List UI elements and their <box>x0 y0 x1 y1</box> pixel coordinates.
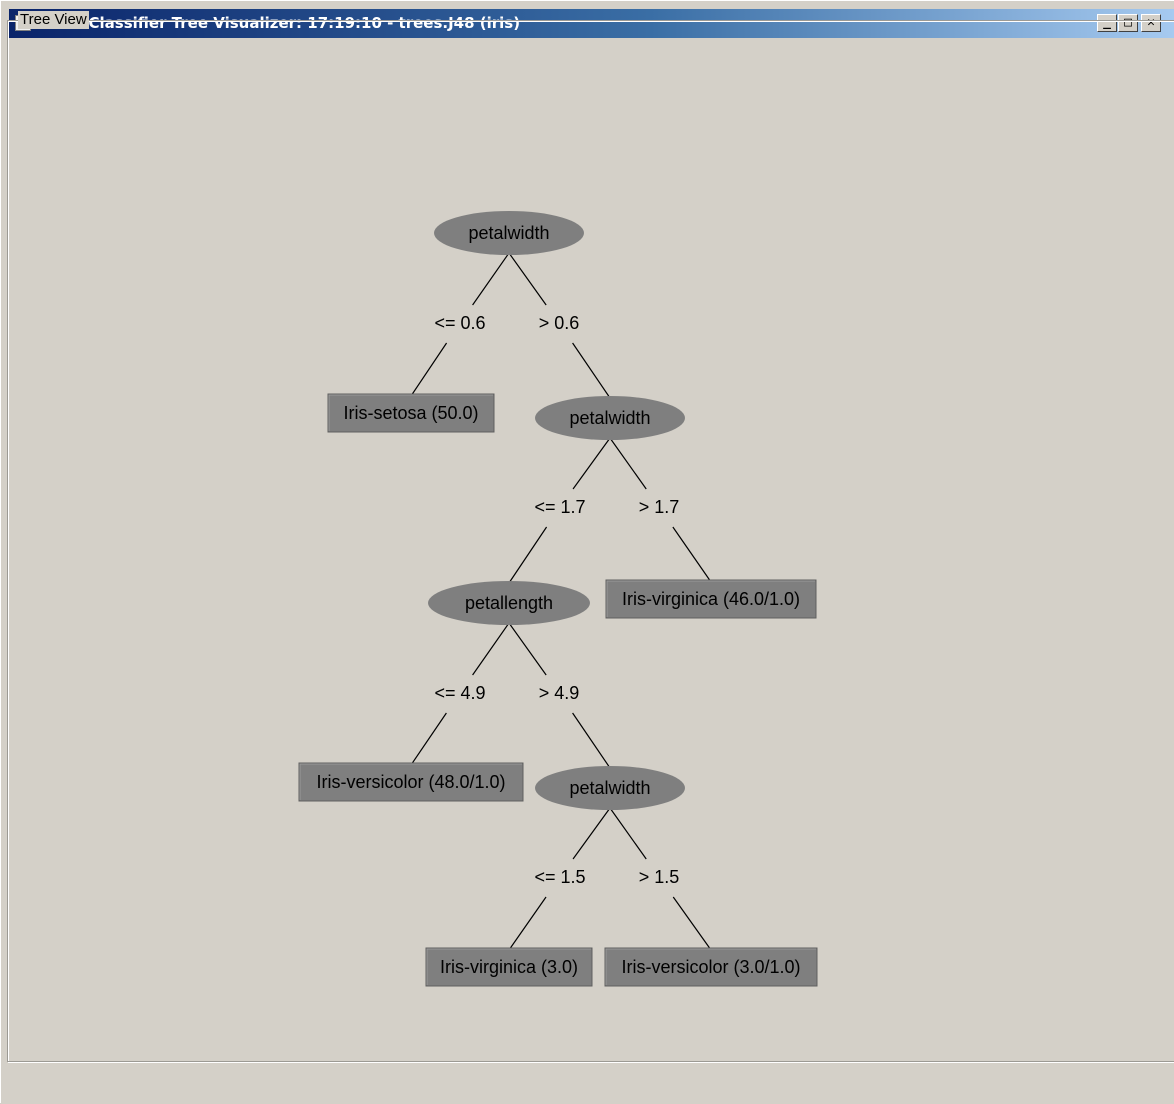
split-node-shape <box>428 581 590 625</box>
split-node[interactable]: petalwidth <box>434 211 584 255</box>
minimize-button[interactable]: _ <box>1097 14 1117 32</box>
tree-edge <box>508 526 548 584</box>
tree-edge <box>508 252 547 306</box>
leaf-node-highlight <box>426 948 591 985</box>
leaf-node[interactable]: Iris-versicolor (3.0/1.0) <box>604 947 818 987</box>
leaf-node-highlight <box>299 763 522 800</box>
leaf-node-shape <box>604 947 818 987</box>
tree-edge <box>572 342 611 399</box>
leaf-node-label: Iris-versicolor (3.0/1.0) <box>621 957 800 977</box>
leaf-node-shape <box>298 762 524 802</box>
split-node-label: petalwidth <box>569 778 650 798</box>
tree-edge <box>572 712 611 769</box>
tree-view-label: Tree View <box>18 11 89 29</box>
split-node-shape <box>535 396 685 440</box>
leaf-node-label: Iris-setosa (50.0) <box>343 403 478 423</box>
tree-edge <box>472 252 510 306</box>
tree-edge <box>410 712 447 766</box>
split-node[interactable]: petalwidth <box>535 766 685 810</box>
edge-condition-label: > 0.6 <box>539 313 580 333</box>
leaf-node-shape <box>425 947 593 987</box>
split-node[interactable]: petallength <box>428 581 590 625</box>
tree-edge <box>572 437 611 490</box>
leaf-node-label: Iris-virginica (46.0/1.0) <box>622 589 800 609</box>
tree-edge <box>472 622 510 676</box>
edge-condition-label: > 4.9 <box>539 683 580 703</box>
edge-condition-label: <= 0.6 <box>434 313 485 333</box>
tree-edge <box>672 896 712 951</box>
split-node-label: petalwidth <box>468 223 549 243</box>
tree-edge <box>672 526 712 583</box>
leaf-node-highlight <box>606 580 815 617</box>
split-node[interactable]: petalwidth <box>535 396 685 440</box>
edge-condition-label: <= 1.7 <box>534 497 585 517</box>
split-node-shape <box>535 766 685 810</box>
leaf-node[interactable]: Iris-versicolor (48.0/1.0) <box>298 762 524 802</box>
leaf-node[interactable]: Iris-setosa (50.0) <box>327 393 495 433</box>
close-button[interactable]: ✕ <box>1141 14 1161 32</box>
tree-view-frame <box>7 20 1174 1062</box>
leaf-node-highlight <box>605 948 816 985</box>
tree-edge <box>609 437 647 490</box>
split-node-shape <box>434 211 584 255</box>
edge-condition-label: > 1.5 <box>639 867 680 887</box>
title-bar[interactable]: Weka Classifier Tree Visualizer: 17:19:1… <box>9 9 1174 38</box>
maximize-button[interactable]: □ <box>1118 14 1138 32</box>
tree-edge <box>508 622 547 676</box>
leaf-node-shape <box>605 579 817 619</box>
leaf-node-shape <box>327 393 495 433</box>
leaf-node-highlight <box>328 394 493 431</box>
tree-edge <box>508 896 547 951</box>
edge-condition-label: <= 1.5 <box>534 867 585 887</box>
leaf-node[interactable]: Iris-virginica (3.0) <box>425 947 593 987</box>
split-node-label: petallength <box>465 593 553 613</box>
tree-edge <box>410 342 448 397</box>
window-title: Weka Classifier Tree Visualizer: 17:19:1… <box>37 14 521 32</box>
tree-edge <box>572 807 611 860</box>
leaf-node[interactable]: Iris-virginica (46.0/1.0) <box>605 579 817 619</box>
edge-condition-label: <= 4.9 <box>434 683 485 703</box>
leaf-node-label: Iris-versicolor (48.0/1.0) <box>316 772 505 792</box>
split-node-label: petalwidth <box>569 408 650 428</box>
edge-condition-label: > 1.7 <box>639 497 680 517</box>
tree-edge <box>609 807 647 860</box>
leaf-node-label: Iris-virginica (3.0) <box>440 957 578 977</box>
